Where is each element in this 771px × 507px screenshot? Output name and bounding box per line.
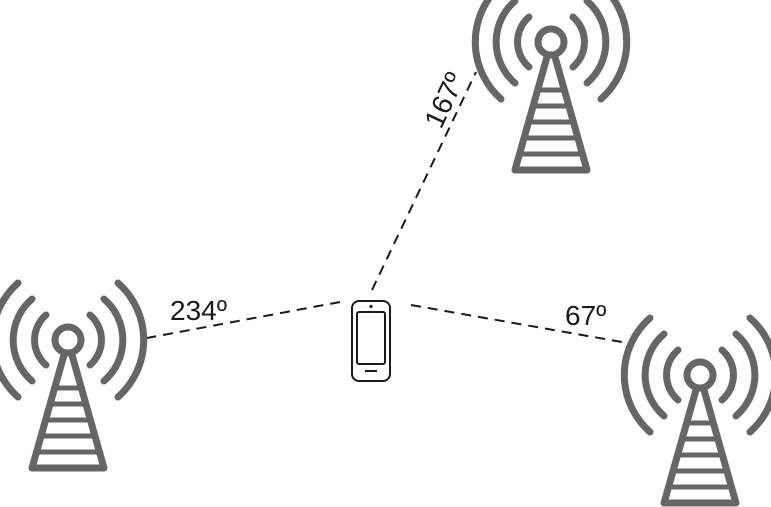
cell-tower-icon (475, 0, 626, 170)
cell-tower-icon (0, 283, 144, 468)
link-line-right (410, 304, 623, 343)
link-line-top (371, 71, 477, 291)
angle-label-left: 234º (170, 295, 227, 326)
angle-label-right: 67º (565, 300, 606, 331)
cell-tower-icon (624, 318, 771, 503)
mobile-phone-icon (351, 300, 391, 382)
